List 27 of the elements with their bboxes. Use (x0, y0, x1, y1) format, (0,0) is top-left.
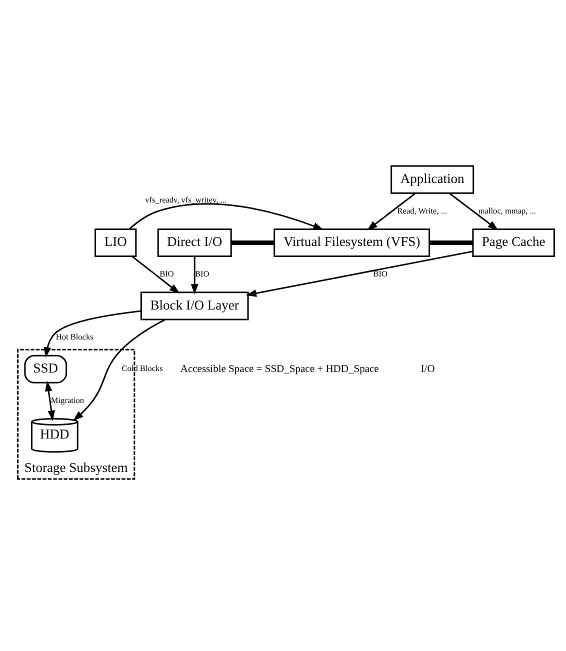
node-box: Page Cache (472, 228, 555, 258)
connector (231, 240, 274, 245)
label: Accessible Space = SSD_Space + HDD_Space (180, 364, 379, 375)
arrow (128, 203, 324, 230)
node-box: Virtual Filesystem (VFS) (274, 228, 430, 258)
arrow (73, 318, 166, 422)
arrow (246, 250, 473, 297)
edge-label: malloc, mmap, ... (478, 206, 536, 216)
connector (430, 240, 473, 245)
edge-label: Migration (50, 396, 84, 405)
node-box: Block I/O Layer (140, 292, 249, 320)
edge-label: BIO (160, 269, 174, 278)
arrow (132, 256, 180, 294)
arrow (448, 192, 498, 230)
arrow (190, 256, 198, 295)
label: I/O (420, 364, 435, 375)
node-box: Direct I/O (157, 228, 232, 258)
edge-label: BIO (373, 269, 388, 278)
arrow (44, 310, 142, 358)
edge-label: vfs_readv, vfs_writev, ... (145, 195, 226, 204)
node-box: Application (390, 165, 474, 194)
node-box: SSD (24, 354, 68, 384)
node-box: LIO (94, 228, 137, 258)
edge-label: Read, Write, ... (397, 206, 448, 216)
edge-label: Hot Blocks (56, 332, 94, 342)
arrow (366, 192, 416, 230)
arrow (44, 380, 55, 422)
